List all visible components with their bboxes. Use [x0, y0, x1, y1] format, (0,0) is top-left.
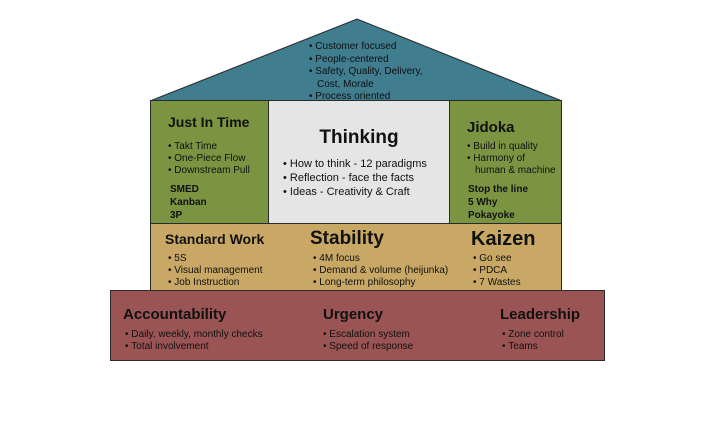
tool-label: Stop the line: [468, 184, 528, 195]
band-title-right: Kaizen: [471, 228, 536, 250]
foundation-title-right: Leadership: [500, 306, 581, 323]
list-item: Go see: [473, 253, 521, 265]
list-item: Ideas - Creativity & Craft: [283, 185, 427, 199]
list-item: Zone control: [502, 329, 564, 341]
pillar-jidoka: Jidoka Build in quality Harmony of human…: [449, 100, 562, 224]
band-list-left: 5S Visual management Job Instruction: [168, 253, 262, 289]
pillar-tools: SMED Kanban 3P: [170, 183, 207, 222]
tool-label: Kanban: [170, 197, 207, 208]
pillar-list: Takt Time One-Piece Flow Downstream Pull: [168, 141, 250, 177]
center-title: Thinking: [319, 127, 399, 148]
list-item: 5S: [168, 253, 262, 265]
band-list-center: 4M focus Demand & volume (heijunka) Long…: [313, 253, 448, 289]
foundation-band: Accountability Daily, weekly, monthly ch…: [110, 290, 605, 361]
list-item: One-Piece Flow: [168, 153, 250, 165]
band-title-left: Standard Work: [165, 231, 265, 247]
center-list: How to think - 12 paradigms Reflection -…: [283, 157, 427, 199]
tool-label: Pokayoke: [468, 210, 515, 221]
list-item: Reflection - face the facts: [283, 171, 427, 185]
roof-principles-list: Customer focused People-centered Safety,…: [309, 41, 423, 104]
list-item: 4M focus: [313, 253, 448, 265]
band-title-center: Stability: [310, 228, 384, 249]
list-item: Safety, Quality, Delivery,: [309, 66, 422, 79]
tool-label: 3P: [170, 210, 183, 221]
center-thinking: Thinking How to think - 12 paradigms Ref…: [268, 100, 450, 224]
list-item: How to think - 12 paradigms: [283, 157, 427, 171]
list-item: human & machine: [475, 165, 556, 176]
list-item: Visual management: [168, 265, 262, 277]
list-item: 7 Wastes: [473, 277, 520, 289]
list-item: Customer focused: [309, 41, 423, 54]
pillar-list: Build in quality Harmony of human & mach…: [467, 141, 556, 177]
pillar-just-in-time: Just In Time Takt Time One-Piece Flow Do…: [150, 100, 269, 224]
list-item: Takt Time: [168, 141, 250, 153]
list-item: Demand & volume (heijunka): [313, 265, 448, 277]
foundation-list-left: Daily, weekly, monthly checks Total invo…: [125, 329, 263, 353]
pillar-title: Just In Time: [168, 114, 250, 130]
list-item: Daily, weekly, monthly checks: [125, 329, 262, 341]
list-item: Teams: [502, 341, 564, 353]
band-list-right: Go see PDCA 7 Wastes: [473, 253, 521, 289]
list-item: Long-term philosophy: [313, 277, 448, 289]
list-item: Speed of response: [323, 341, 413, 353]
foundation-title-left: Accountability: [123, 306, 227, 323]
foundation-list-center: Escalation system Speed of response: [323, 329, 413, 353]
stability-band: Standard Work 5S Visual management Job I…: [150, 223, 562, 291]
list-item: Job Instruction: [168, 277, 262, 289]
list-item: Downstream Pull: [168, 165, 250, 177]
foundation-list-right: Zone control Teams: [502, 329, 564, 353]
list-item: Harmony of: [467, 153, 556, 165]
pillar-tools: Stop the line 5 Why Pokayoke: [468, 183, 528, 222]
list-item: People-centered: [309, 54, 423, 67]
tool-label: 5 Why: [468, 197, 498, 208]
list-item: PDCA: [473, 265, 521, 277]
tool-label: SMED: [170, 184, 199, 195]
list-item: Process oriented: [309, 91, 423, 104]
pillar-title: Jidoka: [467, 119, 515, 136]
list-item: Total involvement: [125, 341, 263, 353]
list-item: Build in quality: [467, 141, 556, 153]
list-item: Escalation system: [323, 329, 413, 341]
list-item: Cost, Morale: [317, 78, 374, 90]
foundation-title-center: Urgency: [323, 306, 384, 323]
